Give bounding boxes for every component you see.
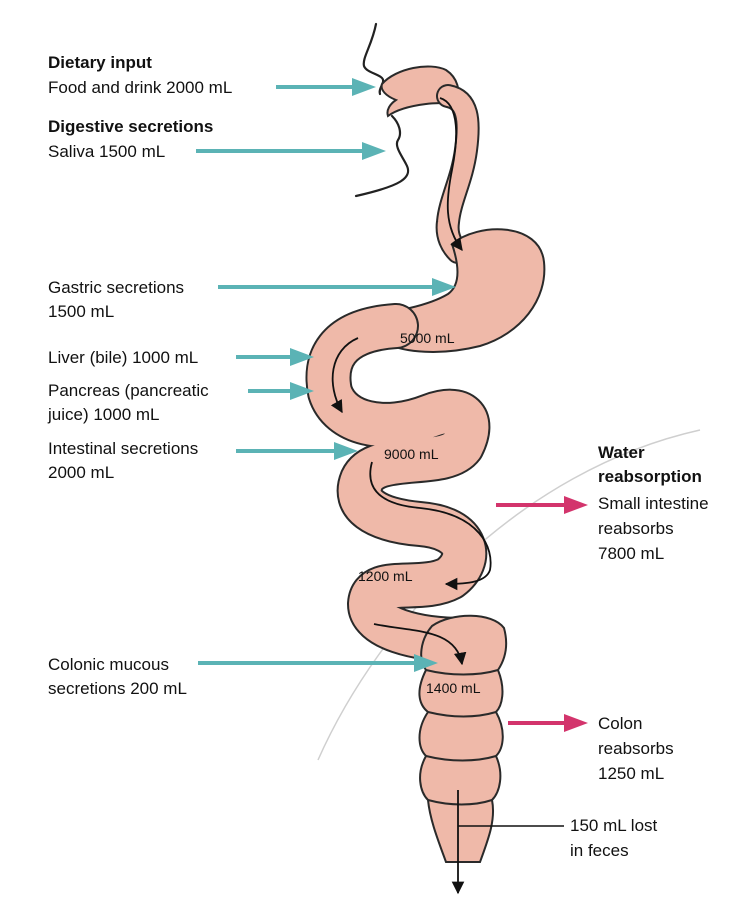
arrow-right-icon xyxy=(218,278,456,296)
arrow-right-icon xyxy=(236,348,314,366)
lower-intestine-volume-label: 1200 mL xyxy=(358,568,413,584)
colonic-label-line2: secretions 200 mL xyxy=(48,679,187,698)
flow-duodenum-arrow xyxy=(330,337,359,414)
feces-loss-line2: in feces xyxy=(570,841,629,860)
flow-arrows xyxy=(330,97,492,895)
small-intestine-reabsorb-line3: 7800 mL xyxy=(598,544,665,563)
feces-loss-line1: 150 mL lost xyxy=(570,816,658,835)
stomach-volume-label: 5000 mL xyxy=(400,330,455,346)
water-reabsorption-heading-line1: Water xyxy=(598,443,645,462)
flow-jejunum-arrow xyxy=(369,461,492,591)
colon-reabsorb-line1: Colon xyxy=(598,714,643,733)
saliva-label: Saliva 1500 mL xyxy=(48,142,166,161)
intestinal-label-line1: Intestinal secretions xyxy=(48,439,199,458)
dietary-input-heading: Dietary input xyxy=(48,53,152,72)
arrow-right-icon xyxy=(198,654,438,672)
input-arrows xyxy=(196,78,456,672)
flow-esophagus-arrow xyxy=(439,97,463,252)
food-drink-label: Food and drink 2000 mL xyxy=(48,78,233,97)
liver-label: Liver (bile) 1000 mL xyxy=(48,348,199,367)
water-reabsorption-heading-line2: reabsorption xyxy=(598,467,702,486)
colon-reabsorb-line2: reabsorbs xyxy=(598,739,674,758)
pancreas-label-line1: Pancreas (pancreatic xyxy=(48,381,209,400)
colon xyxy=(418,614,508,863)
arrow-right-icon xyxy=(248,382,314,400)
gastric-label-line2: 1500 mL xyxy=(48,302,115,321)
digestive-secretions-heading: Digestive secretions xyxy=(48,117,214,136)
arrow-right-icon xyxy=(496,496,588,514)
pancreas-label-line2: juice) 1000 mL xyxy=(48,405,160,424)
intestinal-label-line2: 2000 mL xyxy=(48,463,115,482)
arrow-right-icon xyxy=(508,714,588,732)
arrow-right-icon xyxy=(276,78,376,96)
reabsorption-arrows xyxy=(496,496,588,732)
small-intestine-reabsorb-line2: reabsorbs xyxy=(598,519,674,538)
arrow-right-icon xyxy=(196,142,386,160)
colonic-label-line1: Colonic mucous xyxy=(48,655,169,674)
upper-intestine-volume-label: 9000 mL xyxy=(384,446,439,462)
gastric-label-line1: Gastric secretions xyxy=(48,278,185,297)
colon-reabsorb-line3: 1250 mL xyxy=(598,764,665,783)
flow-ileum-arrow xyxy=(373,623,467,666)
colon-volume-label: 1400 mL xyxy=(426,680,481,696)
arrow-right-icon xyxy=(236,442,358,460)
small-intestine-reabsorb-line1: Small intestine xyxy=(598,494,709,513)
mouth-cavity xyxy=(380,65,460,118)
